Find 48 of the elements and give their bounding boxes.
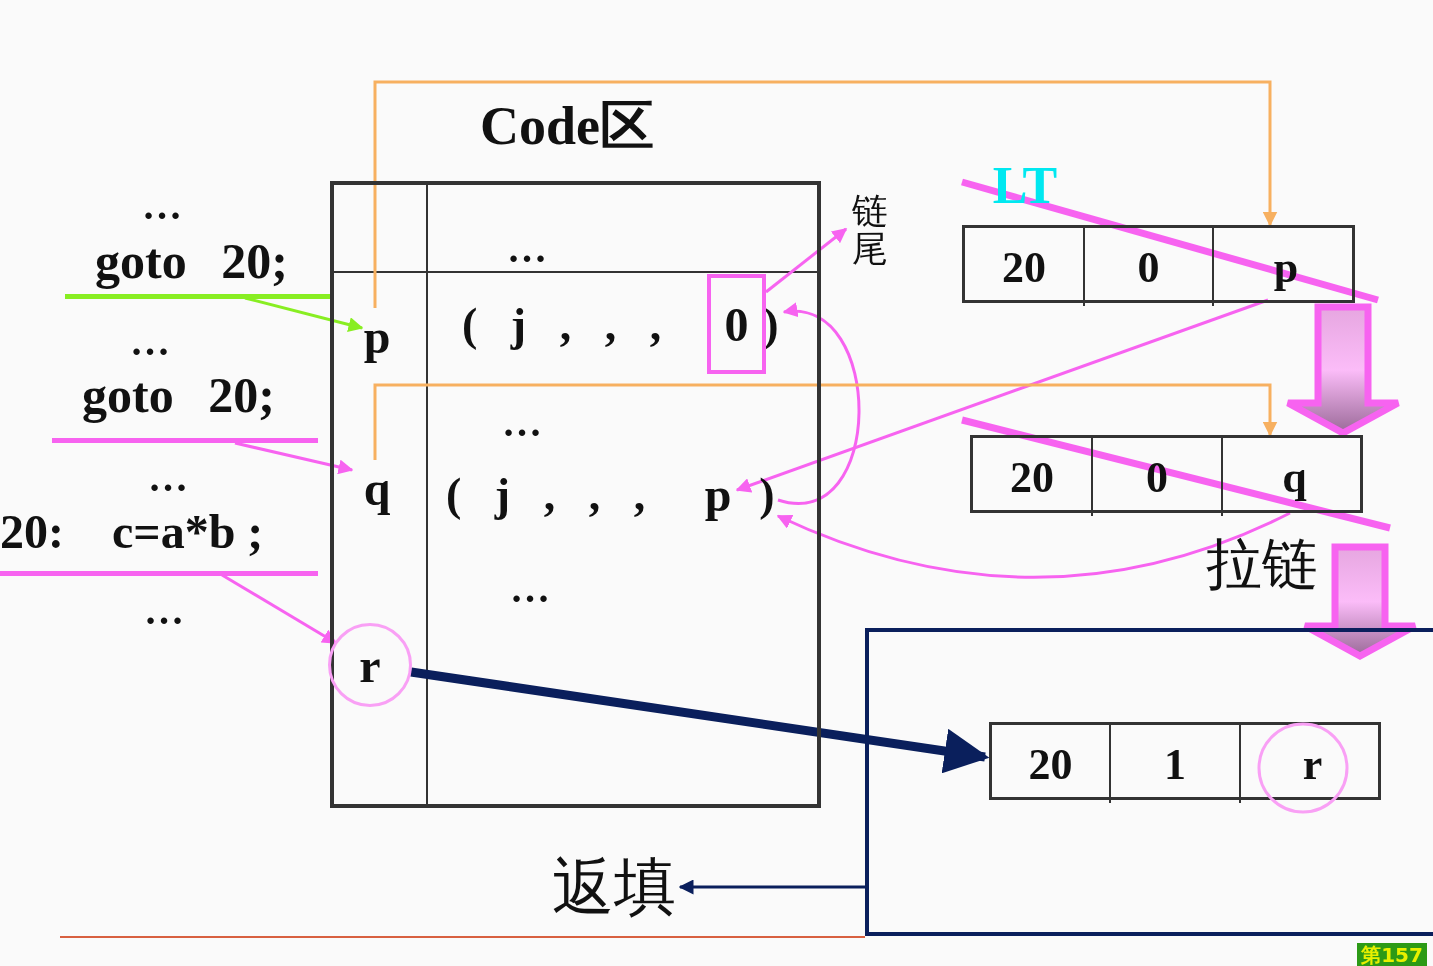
arrow <box>678 879 865 895</box>
ellipsis-text: … <box>129 317 171 366</box>
ellipsis-text: … <box>509 564 551 613</box>
circled-letter: r <box>328 623 412 707</box>
annotation-text: 返填 <box>548 852 680 922</box>
cell-text: p <box>357 308 397 364</box>
quadruple-text: ( j , , , <box>462 297 663 352</box>
record-table <box>962 225 1355 303</box>
arrow <box>735 298 1269 493</box>
table-cell: 20 <box>973 438 1091 516</box>
table-cell: 1 <box>1109 725 1239 803</box>
arrow <box>776 511 1291 579</box>
record-table <box>970 435 1363 513</box>
table-cell: 20 <box>992 725 1109 803</box>
arrow <box>410 667 990 774</box>
cell-text: q <box>357 460 397 516</box>
arrow <box>221 573 338 645</box>
outlined-frame <box>865 628 1433 936</box>
code-text: goto 20; <box>82 366 275 425</box>
block-arrow <box>1301 543 1419 660</box>
block-arrow <box>1284 303 1402 437</box>
ellipsis-text: … <box>506 224 548 273</box>
record-table <box>989 722 1381 800</box>
code-text: goto 20; <box>95 232 288 291</box>
arrow <box>765 227 848 294</box>
cell-text: p <box>700 462 736 526</box>
ellipsis-text: … <box>141 181 183 230</box>
arrow <box>234 441 354 475</box>
ellipsis-text: … <box>143 586 185 635</box>
label-text: 拉链 <box>1205 532 1319 597</box>
ellipsis-text: … <box>501 398 543 447</box>
table-cell: 0 <box>1083 228 1212 306</box>
arrow <box>244 296 364 332</box>
ellipsis-text: … <box>147 453 189 502</box>
arrow <box>373 80 1278 308</box>
table-cell: 20 <box>965 228 1083 306</box>
page-number: 第157 <box>1357 943 1427 966</box>
table-title: Code区 <box>480 95 654 157</box>
quadruple-text: ( j , , , <box>446 467 647 522</box>
arrow <box>777 304 861 505</box>
table-cell: r <box>1239 725 1384 803</box>
highlight-box: 0 <box>707 274 766 374</box>
bracket-text: ) <box>758 467 776 522</box>
code-text: c=a*b ; <box>112 503 264 560</box>
vertical-text: 链尾 <box>848 190 892 270</box>
arrow <box>373 383 1278 460</box>
code-text: 20: <box>0 503 64 560</box>
table-cell: q <box>1221 438 1366 516</box>
